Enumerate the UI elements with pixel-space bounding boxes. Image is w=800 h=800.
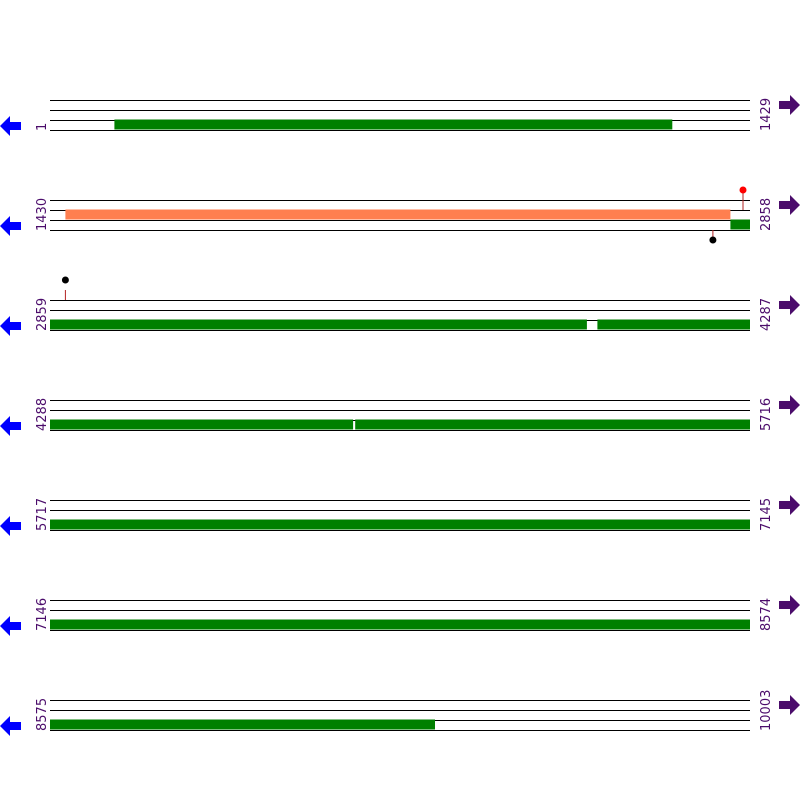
- sequence-row-4: 4288 5716: [0, 395, 800, 436]
- row-start-label: 5717: [35, 498, 50, 531]
- sequence-row-6: 7146 8574: [0, 595, 800, 636]
- left-arrow-icon[interactable]: [0, 716, 21, 736]
- row-start-label: 1: [35, 123, 50, 131]
- row-end-label: 5716: [759, 398, 774, 431]
- row-start-label: 4288: [35, 398, 50, 431]
- feature-bar-orange: [65, 209, 731, 220]
- right-arrow-icon[interactable]: [779, 595, 800, 615]
- left-arrow-icon[interactable]: [0, 416, 21, 436]
- marker-dot-black: [709, 236, 717, 244]
- marker-dot-red: [739, 186, 747, 194]
- sequence-row-3: 2859 4287: [0, 276, 800, 336]
- sequence-row-2: 1430 2858: [0, 186, 800, 244]
- right-arrow-icon[interactable]: [779, 395, 800, 415]
- sequence-row-5: 5717 7145: [0, 495, 800, 536]
- row-end-label: 4287: [759, 298, 774, 331]
- feature-bar-green: [50, 419, 354, 430]
- sequence-row-1: 1 1429: [0, 95, 800, 136]
- row-start-label: 8575: [35, 698, 50, 731]
- right-arrow-icon[interactable]: [779, 695, 800, 715]
- right-arrow-icon[interactable]: [779, 295, 800, 315]
- right-arrow-icon[interactable]: [779, 95, 800, 115]
- feature-bar-green: [730, 219, 750, 230]
- row-start-label: 2859: [35, 298, 50, 331]
- feature-bar-green: [114, 119, 673, 130]
- row-start-label: 7146: [35, 598, 50, 631]
- row-end-label: 8574: [759, 598, 774, 631]
- row-end-label: 7145: [759, 498, 774, 531]
- row-start-label: 1430: [35, 198, 50, 231]
- right-arrow-icon[interactable]: [779, 195, 800, 215]
- feature-bar-green: [50, 719, 435, 730]
- sequence-row-7: 8575 10003: [0, 690, 800, 736]
- feature-bar-green: [50, 519, 750, 530]
- left-arrow-icon[interactable]: [0, 116, 21, 136]
- feature-bar-green: [50, 319, 587, 330]
- row-end-label: 10003: [759, 690, 774, 731]
- feature-bar-green: [597, 319, 750, 330]
- feature-bar-green: [355, 419, 750, 430]
- row-end-label: 2858: [759, 198, 774, 231]
- left-arrow-icon[interactable]: [0, 616, 21, 636]
- marker-dot-black: [61, 276, 69, 284]
- right-arrow-icon[interactable]: [779, 495, 800, 515]
- feature-bar-green: [50, 619, 750, 630]
- left-arrow-icon[interactable]: [0, 316, 21, 336]
- left-arrow-icon[interactable]: [0, 216, 21, 236]
- left-arrow-icon[interactable]: [0, 516, 21, 536]
- row-end-label: 1429: [759, 98, 774, 131]
